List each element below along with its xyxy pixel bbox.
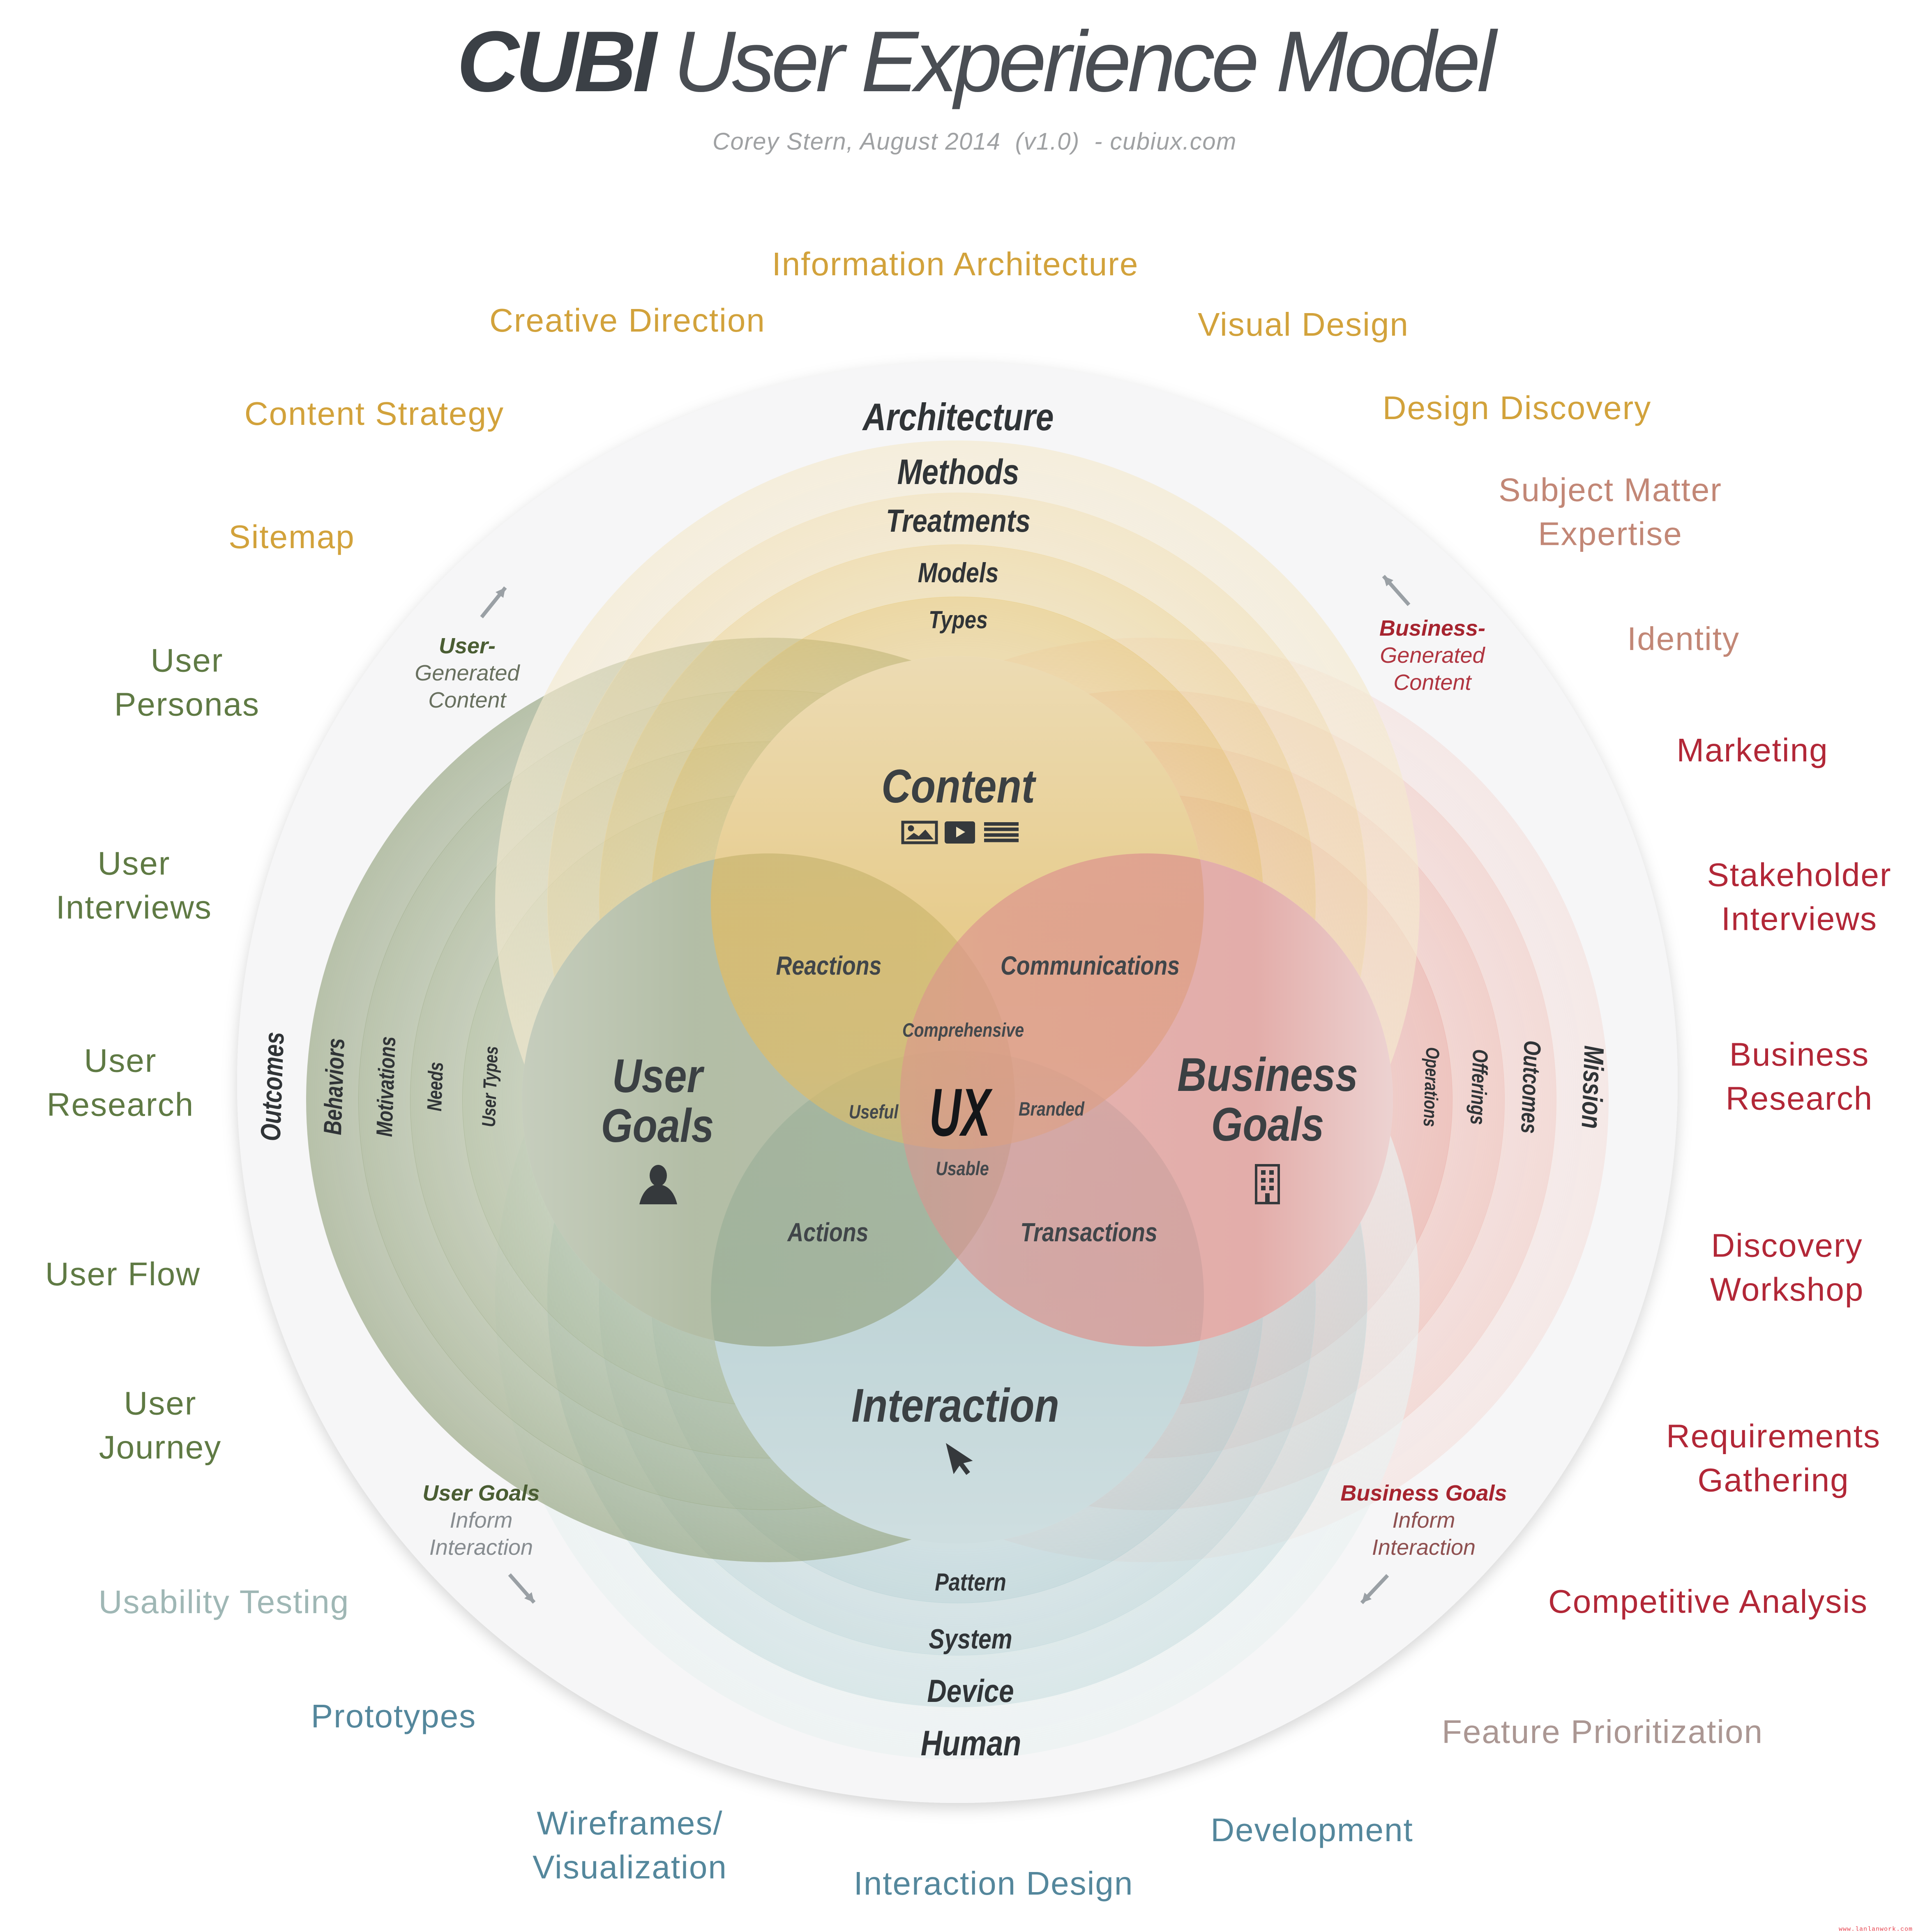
- svg-text:User: User: [84, 1042, 157, 1079]
- svg-text:Communications: Communications: [1001, 951, 1180, 981]
- svg-text:Research: Research: [1726, 1080, 1873, 1117]
- svg-text:Human: Human: [921, 1723, 1021, 1763]
- svg-text:User: User: [612, 1049, 705, 1102]
- svg-text:Expertise: Expertise: [1538, 516, 1682, 552]
- svg-text:Research: Research: [47, 1086, 194, 1123]
- svg-text:Generated: Generated: [1380, 643, 1485, 668]
- svg-text:Sitemap: Sitemap: [228, 519, 355, 555]
- svg-text:Types: Types: [929, 606, 988, 634]
- svg-text:Visualization: Visualization: [533, 1849, 727, 1886]
- svg-text:UX: UX: [929, 1075, 993, 1150]
- svg-text:Behaviors: Behaviors: [318, 1037, 350, 1135]
- svg-text:Visual Design: Visual Design: [1198, 306, 1409, 343]
- svg-text:User: User: [124, 1385, 197, 1422]
- svg-text:Marketing: Marketing: [1676, 732, 1828, 768]
- svg-text:Pattern: Pattern: [935, 1568, 1006, 1596]
- svg-text:Methods: Methods: [897, 452, 1019, 491]
- svg-text:Reactions: Reactions: [776, 951, 882, 981]
- svg-text:Generated: Generated: [415, 661, 520, 685]
- svg-text:Content Strategy: Content Strategy: [244, 395, 504, 432]
- svg-text:User-: User-: [439, 634, 496, 658]
- svg-text:Treatments: Treatments: [886, 503, 1031, 539]
- svg-text:Subject Matter: Subject Matter: [1499, 472, 1722, 508]
- svg-text:Feature Prioritization: Feature Prioritization: [1442, 1713, 1763, 1750]
- svg-text:Business Goals: Business Goals: [1340, 1481, 1507, 1505]
- svg-text:Interaction: Interaction: [1372, 1535, 1476, 1560]
- svg-text:Device: Device: [927, 1674, 1014, 1709]
- svg-text:Needs: Needs: [423, 1061, 447, 1111]
- svg-text:Competitive Analysis: Competitive Analysis: [1548, 1583, 1868, 1620]
- svg-text:Business: Business: [1177, 1048, 1358, 1101]
- svg-text:Transactions: Transactions: [1020, 1217, 1157, 1247]
- svg-text:Requirements: Requirements: [1666, 1418, 1881, 1455]
- svg-text:Comprehensive: Comprehensive: [902, 1020, 1024, 1041]
- svg-text:Models: Models: [918, 557, 999, 588]
- svg-text:Corey Stern, August 2014 (v1.: Corey Stern, August 2014 (v1.0) - cubiux…: [712, 128, 1237, 155]
- svg-text:Wireframes/: Wireframes/: [537, 1805, 723, 1842]
- svg-text:Gathering: Gathering: [1697, 1462, 1849, 1499]
- svg-text:Usable: Usable: [936, 1158, 989, 1180]
- svg-text:Inform: Inform: [1392, 1508, 1455, 1533]
- svg-text:Architecture: Architecture: [862, 396, 1054, 439]
- svg-text:Usability Testing: Usability Testing: [99, 1584, 350, 1620]
- svg-text:User Flow: User Flow: [45, 1256, 201, 1292]
- svg-text:Interviews: Interviews: [1721, 901, 1877, 937]
- svg-text:Stakeholder: Stakeholder: [1707, 857, 1892, 893]
- svg-text:Discovery: Discovery: [1711, 1227, 1863, 1264]
- svg-text:Workshop: Workshop: [1710, 1271, 1864, 1308]
- svg-text:Content: Content: [428, 688, 507, 712]
- svg-text:Prototypes: Prototypes: [311, 1698, 476, 1734]
- svg-text:Outcomes: Outcomes: [1516, 1040, 1546, 1134]
- svg-text:Journey: Journey: [99, 1429, 222, 1466]
- svg-text:CUBI User Experience Model: CUBI User Experience Model: [457, 13, 1499, 110]
- svg-text:Business: Business: [1729, 1036, 1870, 1073]
- svg-text:Development: Development: [1210, 1812, 1413, 1848]
- svg-text:Creative Direction: Creative Direction: [489, 302, 765, 339]
- svg-text:User: User: [151, 642, 224, 679]
- svg-text:Offerings: Offerings: [1466, 1049, 1493, 1125]
- svg-text:Personas: Personas: [114, 686, 260, 723]
- svg-text:Interviews: Interviews: [56, 889, 212, 926]
- svg-text:Operations: Operations: [1420, 1047, 1444, 1127]
- svg-text:Identity: Identity: [1627, 620, 1740, 657]
- svg-text:User Types: User Types: [478, 1046, 502, 1127]
- svg-text:www.lanlanwork.com: www.lanlanwork.com: [1839, 1926, 1913, 1932]
- svg-text:User Goals: User Goals: [422, 1481, 540, 1505]
- svg-text:Goals: Goals: [601, 1099, 714, 1152]
- svg-text:Outcomes: Outcomes: [255, 1031, 290, 1141]
- svg-text:Branded: Branded: [1019, 1099, 1085, 1120]
- svg-text:Useful: Useful: [849, 1102, 899, 1123]
- svg-text:Content: Content: [881, 760, 1036, 813]
- svg-text:Interaction Design: Interaction Design: [854, 1865, 1134, 1902]
- svg-text:Interaction: Interaction: [851, 1379, 1059, 1432]
- svg-text:Mission: Mission: [1575, 1045, 1609, 1129]
- svg-text:Motivations: Motivations: [371, 1036, 400, 1137]
- svg-text:Actions: Actions: [787, 1217, 869, 1247]
- svg-text:Inform: Inform: [450, 1508, 512, 1533]
- svg-text:Design Discovery: Design Discovery: [1383, 390, 1651, 426]
- svg-text:User: User: [98, 845, 171, 882]
- svg-text:Business-: Business-: [1379, 616, 1485, 641]
- svg-text:System: System: [929, 1623, 1012, 1655]
- svg-text:Information Architecture: Information Architecture: [772, 246, 1139, 282]
- svg-text:Goals: Goals: [1211, 1098, 1324, 1151]
- svg-text:Interaction: Interaction: [429, 1535, 533, 1560]
- svg-text:Content: Content: [1393, 670, 1472, 695]
